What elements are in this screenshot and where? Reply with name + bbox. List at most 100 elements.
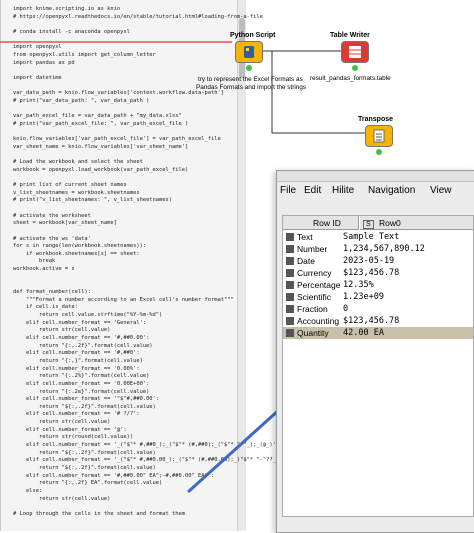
transpose-status-green	[376, 149, 382, 155]
table-row[interactable]: Scientific 1.23e+09	[283, 291, 473, 303]
row-id-cell: Fraction	[297, 304, 328, 314]
row-id-cell: Currency	[297, 268, 332, 278]
transpose-node[interactable]	[366, 126, 392, 146]
code-line: var_data_path = knio.flow_variables['con…	[13, 90, 224, 97]
row-value-cell: Sample Text	[343, 232, 400, 242]
code-line: if cell.is_date:	[13, 304, 78, 311]
column-type-badge: S	[363, 220, 374, 229]
code-line: elif cell.number_format == '_("$"* #,##0…	[13, 442, 280, 449]
row-value-cell: 1,234,567,890.12	[343, 244, 425, 254]
code-line: v_list_sheetnames = workbook.sheetnames	[13, 189, 140, 196]
menu-file[interactable]: File	[280, 185, 297, 196]
code-line: workbook.active = s	[13, 266, 75, 273]
python-script-node[interactable]	[236, 42, 262, 62]
table-writer-node-title: Table Writer	[330, 32, 370, 39]
code-line: """Format a number according to an Excel…	[13, 296, 234, 303]
code-line: return "${:,.2f}".format(cell.value)	[13, 403, 156, 410]
row-type-icon	[286, 293, 294, 301]
row-value-cell: 42.00 EA	[343, 328, 384, 338]
code-line: return str(cell.value)	[13, 495, 111, 502]
code-editor-panel[interactable]: import knime.scripting.io as knio# https…	[0, 0, 305, 531]
table-writer-icon	[349, 46, 361, 58]
table-view-window[interactable]: File Edit Hilite Navigation View Row ID …	[276, 170, 474, 533]
code-line: # print("v_list_sheetnames: ", v_list_sh…	[13, 197, 173, 204]
code-line: if workbook.sheetnames[s] == sheet:	[13, 250, 140, 257]
code-line: elif cell.number_format == '#,##0.00':	[13, 334, 150, 341]
row-type-icon	[286, 269, 294, 277]
row-type-icon	[286, 281, 294, 289]
row-id-cell: Number	[297, 244, 328, 254]
row-id-cell: Date	[297, 256, 315, 266]
code-line: def format_number(cell):	[13, 289, 91, 296]
code-line: break	[13, 258, 56, 265]
table-writer-node[interactable]	[342, 42, 368, 62]
row-value-cell: 0	[343, 304, 349, 314]
code-line: from openpyxl.utils import get_column_le…	[13, 51, 156, 58]
header-row0[interactable]: S Row0	[360, 216, 473, 230]
code-line: for s in range(len(workbook.sheetnames))…	[13, 243, 147, 250]
code-line: return str(round(cell.value))	[13, 434, 134, 441]
code-line: # Load the workbook and select the sheet	[13, 159, 143, 165]
code-line: var_sheet_name = knio.flow_variables['va…	[13, 143, 189, 150]
code-line: return "{:,.2f}".format(cell.value)	[13, 342, 153, 349]
menu-hilite[interactable]: Hilite	[332, 185, 355, 196]
code-line: # Loop through the cells in the sheet an…	[13, 510, 186, 517]
table-row[interactable]: Quantity 42.00 EA	[283, 327, 473, 339]
code-line: return str(cell.value)	[13, 419, 111, 426]
connection-python-to-transpose	[262, 50, 366, 134]
python-icon	[244, 46, 254, 58]
table-row[interactable]: Accounting$123,456.78	[283, 315, 473, 327]
code-line: import openpyxl	[13, 44, 62, 51]
row-value-cell: 12.35%	[343, 280, 374, 290]
table-row[interactable]: Fraction 0	[283, 303, 473, 315]
code-line: import pandas as pd	[13, 59, 75, 66]
code-line: import datetime	[13, 74, 62, 81]
row-id-cell: Text	[297, 232, 313, 242]
row-type-icon	[286, 305, 294, 313]
table-writer-status-green	[352, 65, 358, 71]
code-line: # print("var_data_path: ", var_data_path…	[13, 97, 150, 104]
row-id-cell: Scientific	[297, 292, 332, 302]
code-line: return "{:,.2f} EA".format(cell.value)	[13, 480, 163, 487]
header-row-id[interactable]: Row ID	[283, 216, 359, 230]
code-line: return "{:.2%}".format(cell.value)	[13, 373, 150, 380]
code-line: # print list of current sheet names	[13, 181, 127, 188]
header-row-id-label: Row ID	[313, 218, 341, 228]
code-line: else:	[13, 487, 43, 494]
code-line: sheet = workbook[var_sheet_name]	[13, 220, 117, 227]
menu-navigation[interactable]: Navigation	[368, 185, 416, 196]
code-line: # activate the ws 'data'	[13, 235, 91, 242]
row-id-cell: Percentage	[297, 280, 341, 290]
code-line: return str(cell.value)	[13, 327, 111, 334]
header-row0-label: Row0	[379, 218, 401, 228]
code-line: return "${:,.2f}".format(cell.value)	[13, 449, 156, 456]
row-type-icon	[286, 245, 294, 253]
table-row[interactable]: Number 1,234,567,890.12	[283, 243, 473, 255]
window-title-bar[interactable]	[277, 171, 474, 182]
code-line: return "{:.2e}".format(cell.value)	[13, 388, 150, 395]
annotation-line-2: Pandas Formats and import the strings	[196, 84, 307, 91]
row-value-cell: $123,456.78	[343, 268, 400, 278]
code-line: elif cell.number_format == '#,##0':	[13, 350, 140, 357]
row-type-icon	[286, 317, 294, 325]
code-line: # conda install -c anaconda openpyxl	[13, 28, 130, 35]
row-type-icon	[286, 257, 294, 265]
code-line: elif cell.number_format == '# ?/?':	[13, 411, 140, 418]
code-line: knio.flow_variables['var_path_excel_file…	[13, 136, 221, 143]
row-value-cell: $123,456.78	[343, 316, 400, 326]
code-line: elif cell.number_format == '"$"#,##0.00'…	[13, 396, 160, 403]
row-value-cell: 1.23e+09	[343, 292, 384, 302]
code-line: elif cell.number_format == 'General':	[13, 319, 147, 326]
menu-edit[interactable]: Edit	[304, 185, 322, 196]
table-row[interactable]: Text Sample Text	[283, 231, 473, 243]
python-script-status-green	[246, 65, 252, 71]
row-id-cell: Quantity	[297, 328, 329, 338]
code-line: # https://openpyxl.readthedocs.io/en/sta…	[13, 13, 263, 20]
table-row[interactable]: Currency $123,456.78	[283, 267, 473, 279]
menu-view[interactable]: View	[430, 185, 452, 196]
code-line: return "{:,}".format(cell.value)	[13, 357, 143, 364]
code-line: # activate the worksheet	[13, 212, 91, 219]
